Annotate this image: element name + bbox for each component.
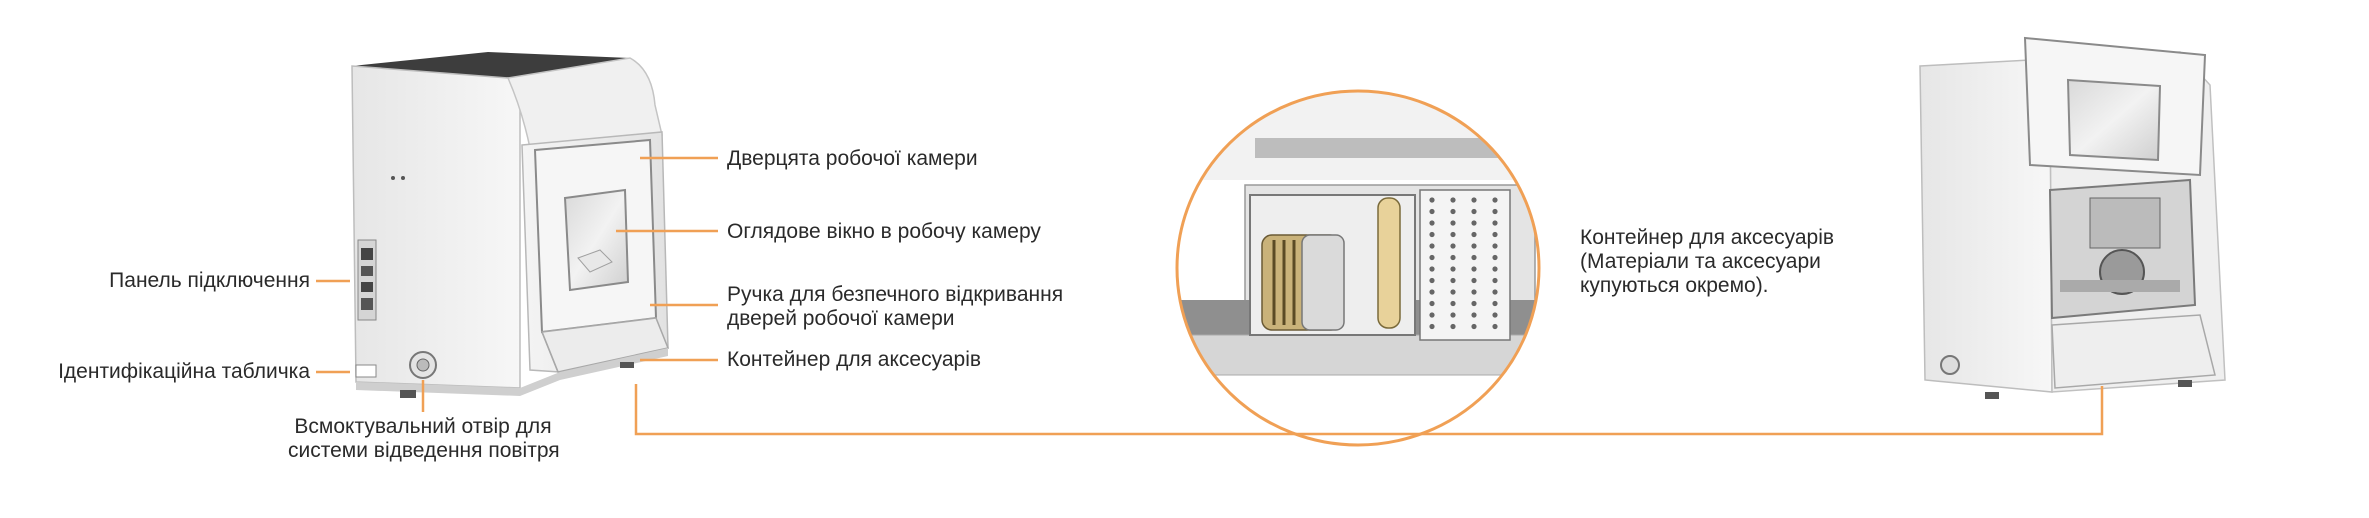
zoom-detail xyxy=(1175,89,1541,447)
tool-slot xyxy=(1492,323,1498,330)
tool-slot xyxy=(1492,289,1498,295)
tool-slot xyxy=(1429,266,1435,272)
tool-slot xyxy=(1429,220,1435,226)
tool-slot xyxy=(1492,197,1498,203)
zoom-connector-line xyxy=(634,384,2104,436)
label-id-plate: Ідентифікаційна табличка xyxy=(58,360,310,383)
right-milling-machine-open xyxy=(1919,36,2226,399)
tool-slot xyxy=(1492,220,1498,226)
tool-slot xyxy=(1492,231,1498,238)
label-connection-panel: Панель підключення xyxy=(109,269,310,292)
tool-slot xyxy=(1450,289,1456,295)
tool-slot xyxy=(1429,300,1435,307)
tool-slot xyxy=(1492,254,1498,261)
tool-slot xyxy=(1492,277,1498,284)
tool-slot xyxy=(1429,289,1435,295)
tool-slot xyxy=(1492,300,1498,307)
tool-slot xyxy=(1492,243,1498,249)
tool-slot xyxy=(1429,277,1435,284)
label-container-right: Контейнер для аксесуарів (Матеріали та а… xyxy=(1580,226,1835,297)
tool-slot xyxy=(1450,323,1456,330)
tool-slot xyxy=(1471,300,1477,307)
tool-slot xyxy=(1471,231,1477,238)
tool-slot xyxy=(1450,277,1456,284)
tool-slot xyxy=(1450,220,1456,226)
tool-slot xyxy=(1471,277,1477,284)
tool-slot xyxy=(1471,220,1477,226)
tool-slot xyxy=(1450,208,1456,215)
tool-slot xyxy=(1450,312,1456,318)
left-milling-machine xyxy=(351,52,670,398)
tool-slot xyxy=(1429,323,1435,330)
tool-slot xyxy=(1429,243,1435,249)
tool-slot xyxy=(1471,266,1477,272)
tool-slot xyxy=(1450,197,1456,203)
tool-slot xyxy=(1471,289,1477,295)
tool-slot xyxy=(1429,197,1435,203)
tool-slot xyxy=(1429,231,1435,238)
tool-slot xyxy=(1492,208,1498,215)
tool-slot xyxy=(1492,266,1498,272)
label-container: Контейнер для аксесуарів xyxy=(727,348,982,371)
tool-slot xyxy=(1471,323,1477,330)
callout-lines xyxy=(316,156,2104,436)
tool-slot xyxy=(1429,254,1435,261)
tool-slot xyxy=(1429,312,1435,318)
tool-slot xyxy=(1471,197,1477,203)
tool-slot xyxy=(1450,231,1456,238)
tool-slot xyxy=(1429,208,1435,215)
label-door: Дверцята робочої камери xyxy=(727,147,978,170)
tool-slot xyxy=(1450,266,1456,272)
tool-slot xyxy=(1471,312,1477,318)
tool-slot xyxy=(1471,208,1477,215)
tool-slot xyxy=(1450,254,1456,261)
tool-slot xyxy=(1471,254,1477,261)
tool-slot xyxy=(1471,243,1477,249)
label-suction: Всмоктувальний отвір для системи відведе… xyxy=(288,415,560,462)
tool-slot xyxy=(1450,243,1456,249)
label-handle: Ручка для безпечного відкривання дверей … xyxy=(727,283,1064,330)
tool-slot xyxy=(1492,312,1498,318)
tool-slot xyxy=(1450,300,1456,307)
label-window: Оглядове вікно в робочу камеру xyxy=(727,220,1041,243)
